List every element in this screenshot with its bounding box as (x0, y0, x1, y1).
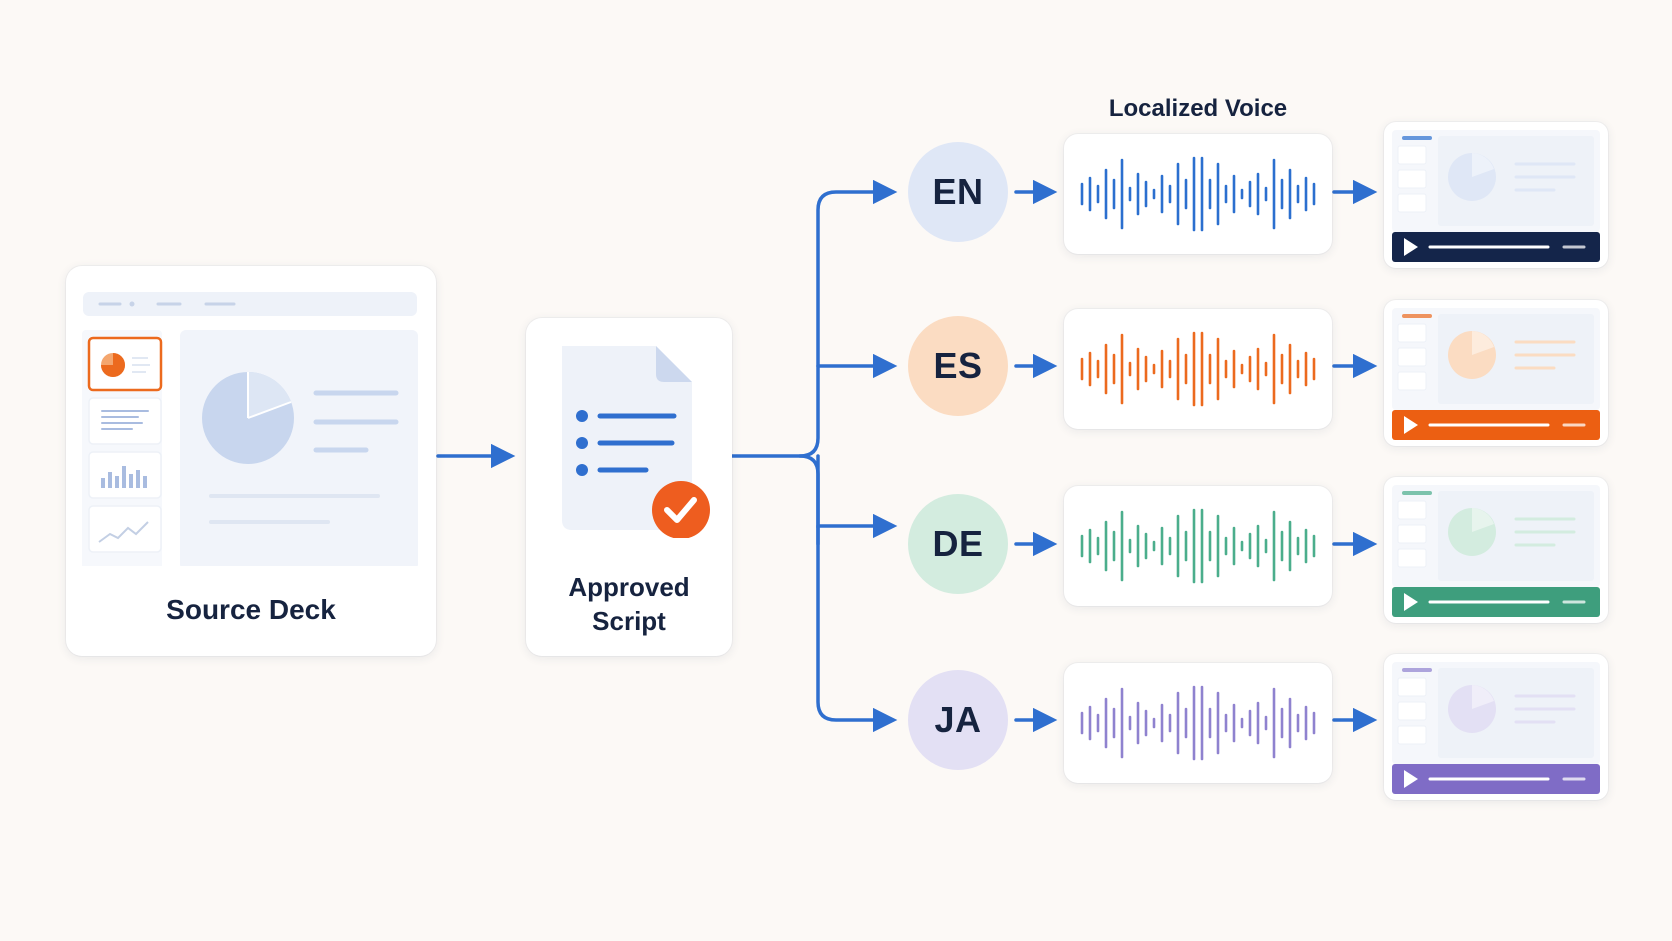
checkmark-icon (652, 481, 710, 538)
source-deck-label: Source Deck (166, 594, 336, 625)
pie-chart-icon (101, 353, 125, 377)
deck-toolbar (83, 292, 417, 316)
slide-pie-chart (202, 372, 294, 464)
language-circle-es: ES (908, 316, 1008, 416)
video-output-es[interactable] (1384, 300, 1608, 446)
video-output-ja[interactable] (1384, 654, 1608, 800)
play-icon (1404, 416, 1418, 434)
approved-script-label-line1: Approved (568, 572, 690, 602)
waveform-card-de (1064, 486, 1332, 606)
waveform-card-en (1064, 134, 1332, 254)
slide-pie-chart (1448, 508, 1496, 556)
thumbnail-pie (87, 336, 163, 392)
video-thumbnail (1392, 308, 1600, 440)
waveform-icon (1080, 508, 1316, 584)
document-icon (562, 346, 710, 538)
video-thumbnail (1392, 485, 1600, 617)
branch-trunk (730, 179, 898, 458)
language-circle-en: EN (908, 142, 1008, 242)
thumbnail-list (88, 397, 162, 445)
slide-pie-chart (1448, 685, 1496, 733)
source-deck-card: Source Deck (66, 266, 436, 656)
language-circle-ja: JA (908, 670, 1008, 770)
branch-ja (816, 524, 898, 733)
language-circle-de: DE (908, 494, 1008, 594)
slide-pie-chart (1448, 331, 1496, 379)
deck-illustration (82, 292, 418, 566)
video-output-de[interactable] (1384, 477, 1608, 623)
approved-script-label-line2: Script (592, 606, 666, 636)
video-thumbnail (1392, 662, 1600, 794)
waveform-icon (1080, 331, 1316, 407)
localized-voice-title: Localized Voice (1108, 95, 1288, 122)
approved-script-card: Approved Script (526, 318, 732, 656)
play-icon (1404, 770, 1418, 788)
list-icon (101, 410, 149, 430)
play-icon (1404, 593, 1418, 611)
waveform-card-es (1064, 309, 1332, 429)
line-chart-icon (98, 521, 149, 543)
thumbnail-line (88, 505, 162, 553)
video-thumbnail (1392, 130, 1600, 262)
waveform-icon (1080, 156, 1316, 232)
bar-chart-icon (101, 466, 147, 488)
waveform-card-ja (1064, 663, 1332, 783)
branch-de-line (798, 454, 898, 539)
play-icon (1404, 238, 1418, 256)
waveform-icon (1080, 685, 1316, 761)
video-output-en[interactable] (1384, 122, 1608, 268)
slide-pie-chart (1448, 153, 1496, 201)
